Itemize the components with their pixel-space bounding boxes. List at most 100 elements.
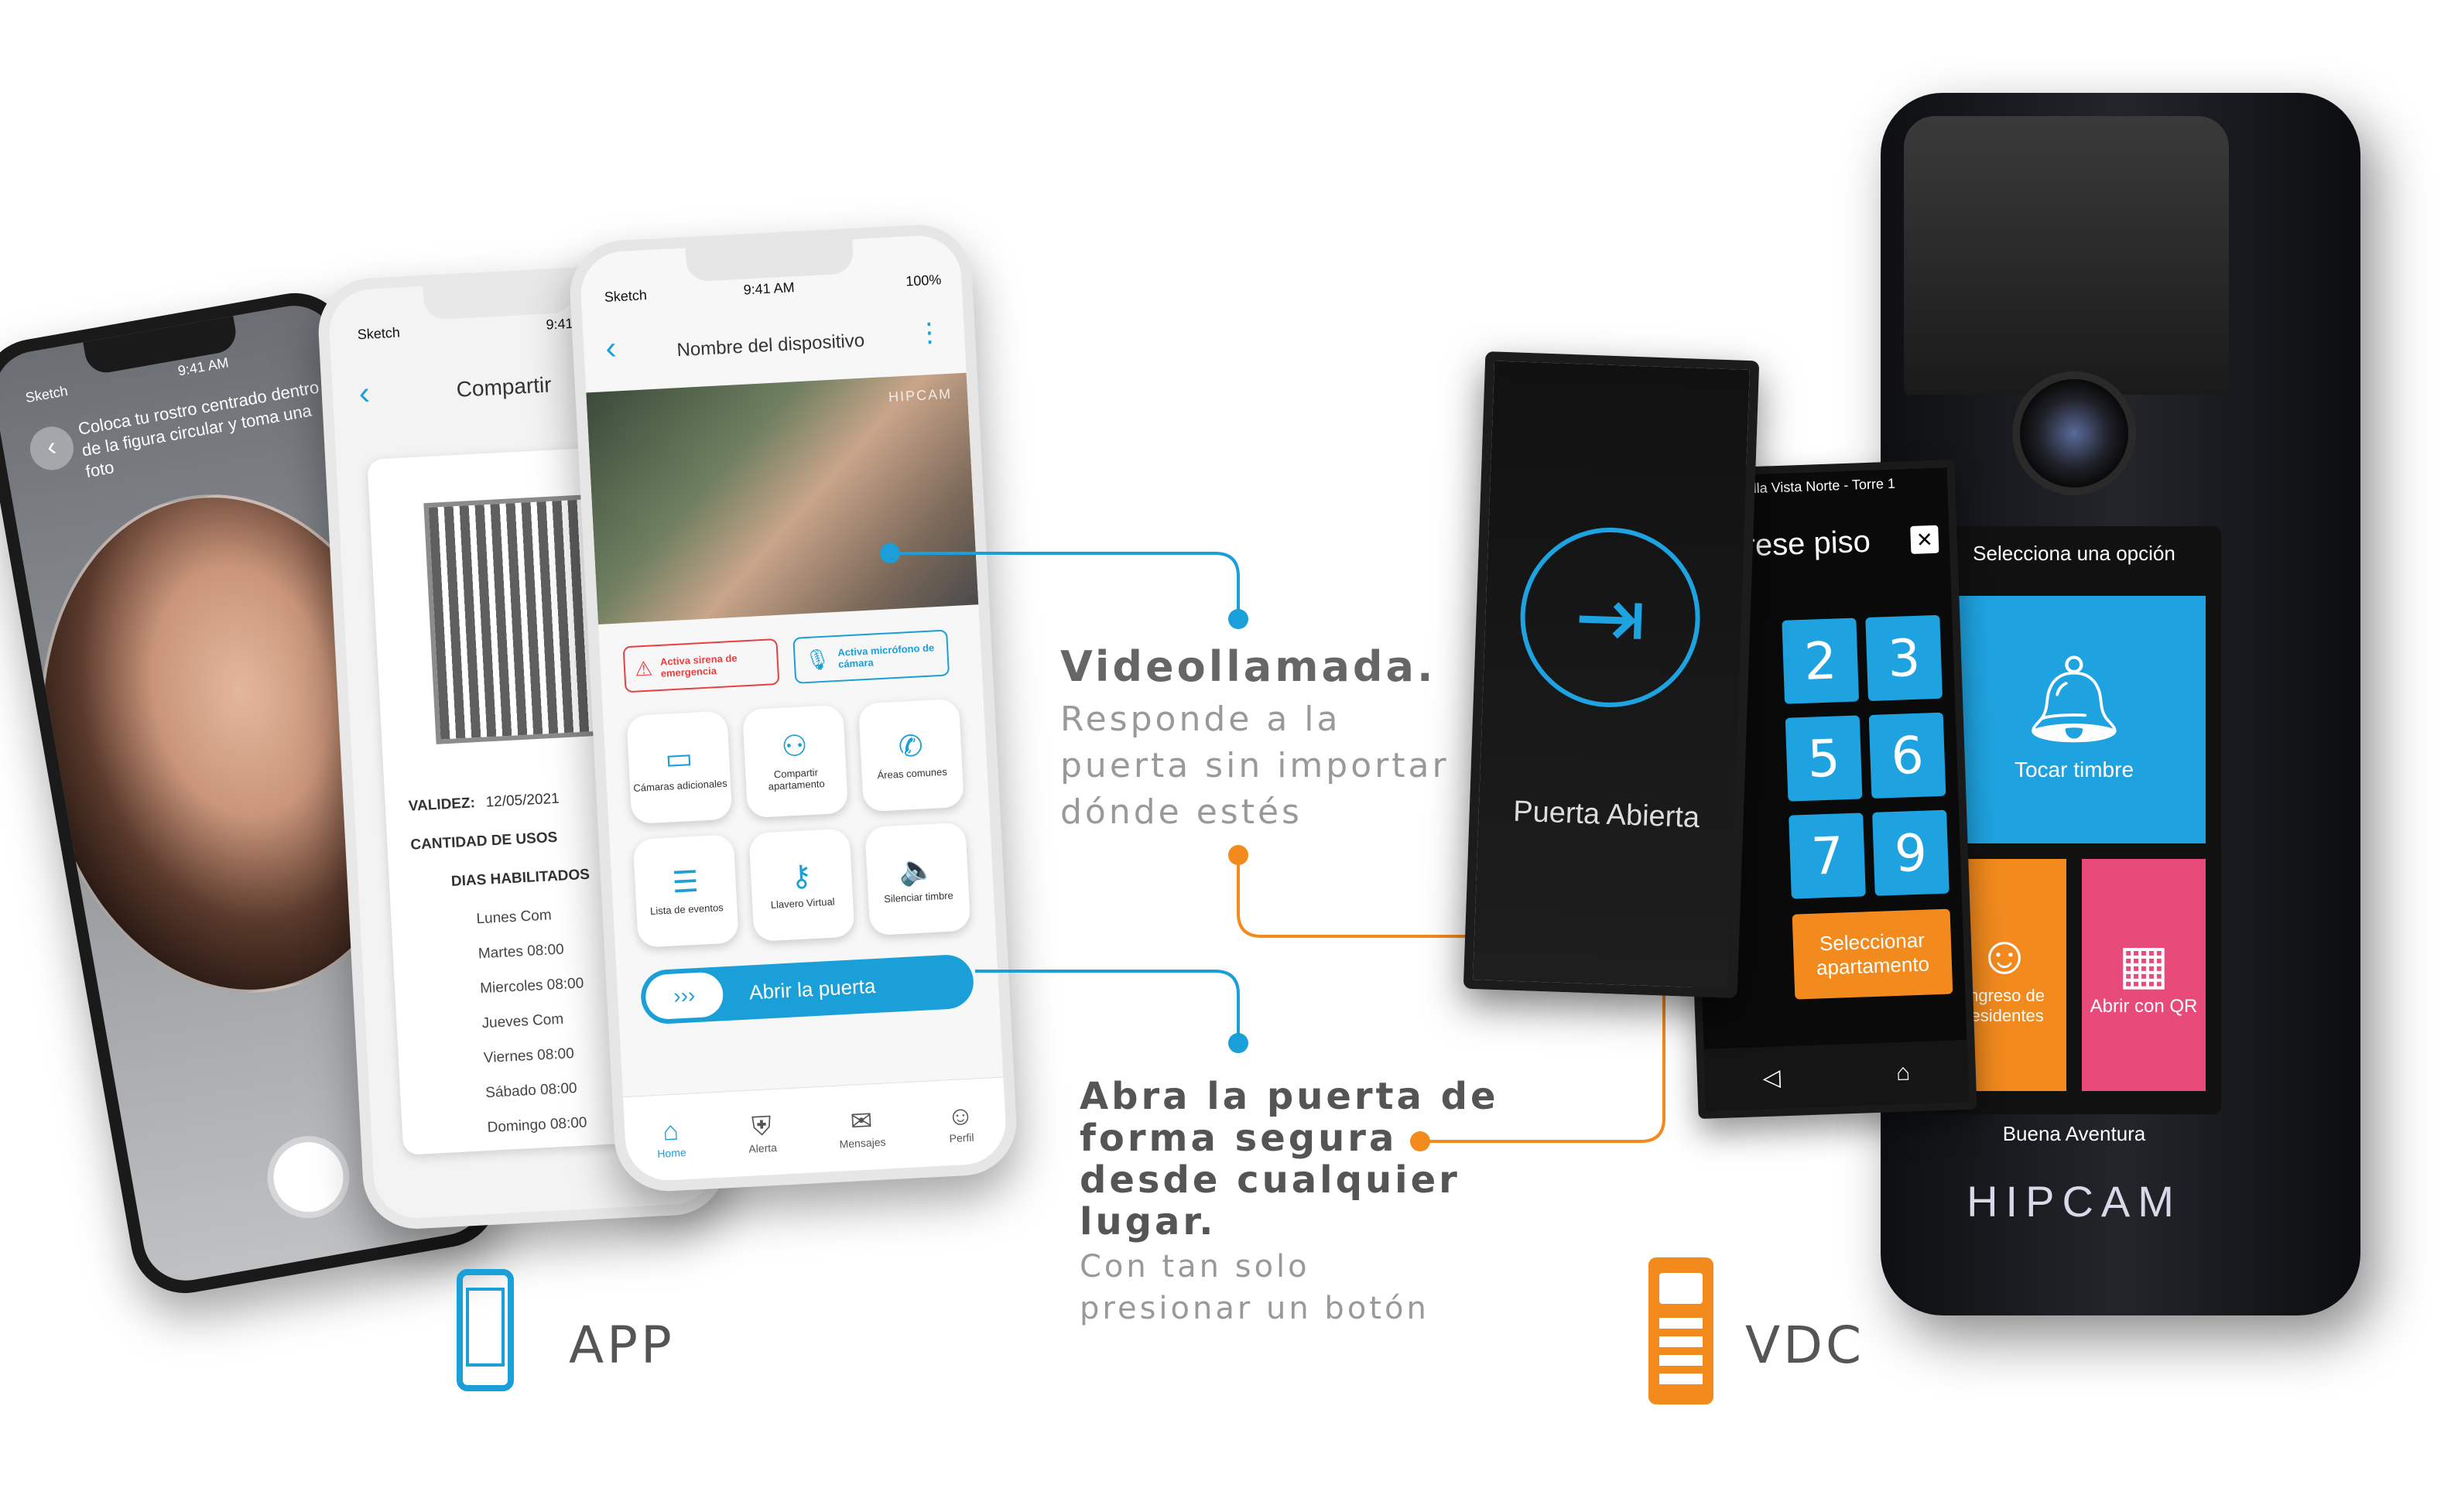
status-carrier: Sketch bbox=[604, 287, 648, 306]
key-icon: ⚷ bbox=[789, 859, 813, 893]
residents-label: Ingreso de residentes bbox=[1964, 986, 2045, 1025]
app-label: APP bbox=[569, 1315, 675, 1375]
day-row: Miercoles 08:00 bbox=[479, 975, 584, 997]
key-6[interactable]: 6 bbox=[1868, 712, 1946, 799]
tile-label: Silenciar timbre bbox=[883, 889, 954, 905]
notch bbox=[685, 239, 854, 282]
chevron-left-icon: ‹ bbox=[358, 374, 371, 412]
slider-handle[interactable]: ››› bbox=[644, 971, 724, 1021]
device-touchscreen: Selecciona una opción 🔔︎ Tocar timbre ☺ … bbox=[1927, 526, 2221, 1114]
chevron-left-icon: ‹ bbox=[604, 329, 618, 367]
nav-profile[interactable]: ☺ Perfil bbox=[947, 1100, 976, 1144]
day-row: Jueves Com bbox=[481, 1011, 564, 1032]
device-footer: Buena Aventura bbox=[2002, 1122, 2146, 1145]
back-button[interactable]: ‹ bbox=[358, 375, 371, 412]
back-button[interactable]: ‹ bbox=[26, 423, 77, 474]
chevron-left-icon: ‹ bbox=[44, 431, 59, 463]
key-2[interactable]: 2 bbox=[1782, 617, 1860, 704]
tile-share-apartment[interactable]: ⚇ Compartir apartamento bbox=[742, 704, 849, 819]
callout-video-title: Videollamada. bbox=[1060, 642, 1436, 691]
chevrons-right-icon: ››› bbox=[673, 983, 697, 1008]
app-icon bbox=[457, 1269, 514, 1391]
tile-label: Áreas comunes bbox=[877, 765, 948, 781]
nav-label: Perfil bbox=[949, 1131, 974, 1144]
open-door-label: Abrir la puerta bbox=[748, 973, 877, 1004]
list-icon: ☰ bbox=[671, 865, 700, 899]
uses-label: CANTIDAD DE USOS bbox=[409, 829, 558, 853]
callout-dot-door-end bbox=[1228, 1033, 1248, 1053]
open-door-slider[interactable]: ››› Abrir la puerta bbox=[639, 953, 975, 1025]
notch bbox=[423, 278, 575, 320]
callout-dot-video-end bbox=[1228, 609, 1248, 629]
door-open-icon: ⇥ bbox=[1517, 524, 1703, 710]
tile-common-areas[interactable]: ✆ Áreas comunes bbox=[858, 698, 964, 812]
live-video[interactable]: HIPCAM bbox=[586, 372, 979, 625]
callout-line-door bbox=[975, 970, 1240, 1043]
camera-housing bbox=[1904, 116, 2229, 395]
callout-video-body: Responde a la puerta sin importar dónde … bbox=[1060, 700, 1450, 832]
camera-icon: ▭ bbox=[664, 741, 694, 776]
select-apartment-button[interactable]: Seleccionar apartamento bbox=[1792, 908, 1953, 1000]
close-icon: ✕ bbox=[1915, 528, 1934, 552]
speaker-icon: 🔈 bbox=[898, 853, 936, 888]
day-row: Domingo 08:00 bbox=[487, 1114, 587, 1137]
vdc-door-open-screen: ⇥ Puerta Abierta bbox=[1463, 351, 1760, 998]
qr-icon: ▦ bbox=[2117, 934, 2170, 994]
tile-label: Llavero Virtual bbox=[770, 895, 835, 911]
validity-value: 12/05/2021 bbox=[485, 790, 560, 811]
vdc-label: VDC bbox=[1745, 1315, 1865, 1375]
home-nav-icon[interactable]: ⌂ bbox=[1895, 1059, 1911, 1086]
day-row: Viernes 08:00 bbox=[483, 1045, 575, 1067]
page-title: Compartir bbox=[455, 372, 553, 402]
key-3[interactable]: 3 bbox=[1865, 614, 1943, 702]
tile-mute-bell[interactable]: 🔈 Silenciar timbre bbox=[864, 822, 971, 936]
siren-button[interactable]: ⚠ Activa sirena de emergencia bbox=[622, 638, 780, 693]
face-instruction: Coloca tu rostro centrado dentro de la f… bbox=[76, 377, 321, 482]
nav-messages[interactable]: ✉ Mensajes bbox=[837, 1105, 886, 1151]
day-row: Lunes Com bbox=[476, 907, 553, 928]
days-label: DIAS HABILITADOS bbox=[450, 866, 590, 891]
face-scan-icon: ☺ bbox=[1977, 925, 2032, 985]
siren-label: Activa sirena de emergencia bbox=[659, 652, 738, 679]
tile-cameras[interactable]: ▭ Cámaras adicionales bbox=[626, 710, 733, 825]
tile-label: Compartir apartamento bbox=[768, 766, 826, 792]
status-time: 9:41 AM bbox=[743, 279, 796, 298]
nav-label: Alerta bbox=[748, 1141, 778, 1155]
envelope-icon: ✉ bbox=[849, 1106, 874, 1137]
validity-label: VALIDEZ: bbox=[408, 795, 476, 815]
camera-lens bbox=[2012, 371, 2136, 495]
status-battery: 100% bbox=[905, 272, 942, 289]
qr-button[interactable]: ▦ Abrir con QR bbox=[2082, 859, 2206, 1091]
shield-icon: ⛨ bbox=[751, 1110, 772, 1142]
key-9[interactable]: 9 bbox=[1872, 809, 1950, 896]
microphone-icon: 🎙 bbox=[803, 646, 831, 672]
key-5[interactable]: 5 bbox=[1785, 715, 1863, 802]
tile-virtual-keychain[interactable]: ⚷ Llavero Virtual bbox=[748, 828, 855, 942]
more-options-button[interactable]: ⋮ bbox=[915, 317, 943, 348]
device-screen: Sketch 9:41 AM 100% ‹ Nombre del disposi… bbox=[578, 233, 1008, 1183]
phone-device-home: Sketch 9:41 AM 100% ‹ Nombre del disposi… bbox=[567, 222, 1019, 1194]
shutter-button[interactable] bbox=[268, 1137, 349, 1218]
vdc-icon bbox=[1648, 1257, 1713, 1404]
device-prompt: Selecciona una opción bbox=[1973, 542, 2175, 565]
qr-label: Abrir con QR bbox=[2090, 996, 2198, 1017]
tile-label: Cámaras adicionales bbox=[633, 777, 728, 794]
nav-alert[interactable]: ⛨ Alerta bbox=[747, 1110, 777, 1155]
mic-button[interactable]: 🎙 Activa micrófono de cámara bbox=[792, 629, 950, 684]
back-button[interactable]: ‹ bbox=[604, 329, 617, 367]
bottom-nav: ⌂ Home ⛨ Alerta ✉ Mensajes ☺ Perfil bbox=[622, 1076, 1008, 1183]
back-nav-icon[interactable]: ◁ bbox=[1762, 1064, 1782, 1091]
android-nav: ◁ ⌂ bbox=[1703, 1039, 1970, 1111]
close-button[interactable]: ✕ bbox=[1910, 525, 1939, 554]
key-7[interactable]: 7 bbox=[1789, 812, 1866, 899]
ring-button[interactable]: 🔔︎ Tocar timbre bbox=[1943, 596, 2206, 843]
siren-icon: ⚠ bbox=[634, 655, 654, 681]
tile-label: Lista de eventos bbox=[649, 901, 724, 917]
tile-event-list[interactable]: ☰ Lista de eventos bbox=[632, 834, 739, 948]
nav-label: Mensajes bbox=[839, 1135, 886, 1151]
nav-home[interactable]: ⌂ Home bbox=[656, 1116, 686, 1159]
status-carrier: Sketch bbox=[24, 382, 70, 406]
bell-icon: 🔔︎ bbox=[2020, 652, 2128, 747]
ring-label: Tocar timbre bbox=[2014, 758, 2134, 782]
callout-door-title: Abra la puerta de forma segura desde cua… bbox=[1080, 1075, 1499, 1243]
